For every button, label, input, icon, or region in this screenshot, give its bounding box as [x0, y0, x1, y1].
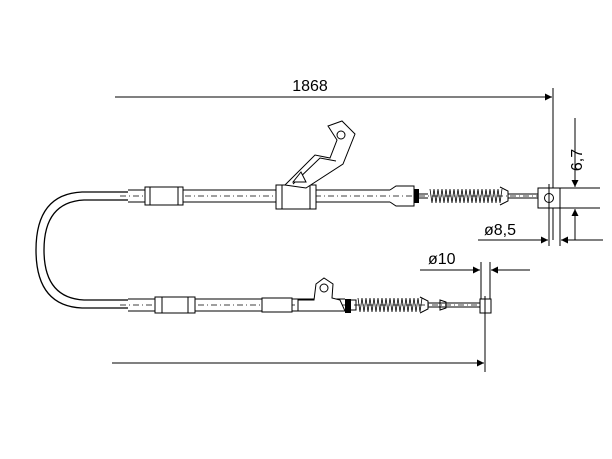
offset-dimension: 6,7 [556, 118, 600, 240]
upper-eye-end [537, 184, 561, 212]
length-dimension: 1868 [115, 78, 554, 240]
nipple-diameter-dimension: ø10 [420, 251, 530, 300]
upper-clamp [275, 184, 317, 210]
upper-ferrule-left [144, 186, 184, 206]
offset-label: 6,7 [569, 149, 586, 171]
eye-diameter-dimension: ø8,5 [478, 206, 603, 246]
upper-spring [429, 186, 509, 206]
lower-nipple-end [479, 296, 492, 318]
eye-diameter-label: ø8,5 [484, 222, 516, 239]
nipple-diameter-label: ø10 [428, 251, 456, 268]
upper-cable [120, 120, 561, 212]
lower-bracket [297, 277, 346, 312]
upper-bracket [283, 120, 356, 189]
lower-ferrule-left [154, 296, 196, 314]
length-label: 1868 [292, 78, 328, 95]
cable-loop [35, 191, 128, 309]
lower-cable [120, 277, 492, 318]
lower-sleeve [261, 297, 293, 313]
lower-spring [357, 296, 429, 314]
